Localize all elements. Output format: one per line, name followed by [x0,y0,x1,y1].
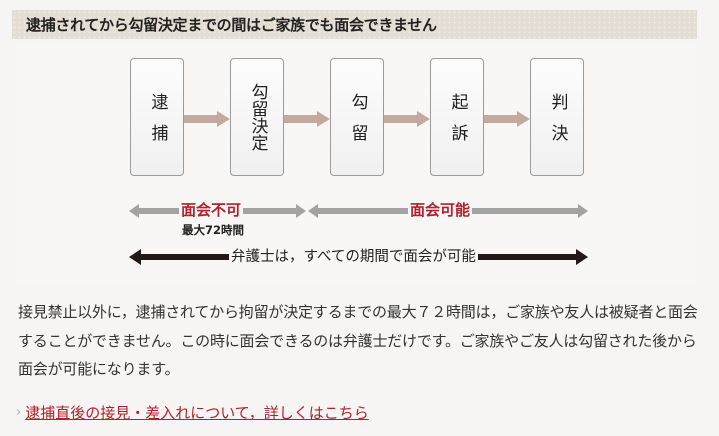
step-detention-decision: 勾留決定 [230,58,284,176]
detail-link-row: › 逮捕直後の接見・差入れについて，詳しくはこちら [16,402,369,423]
flow-arrow-icon [284,111,330,127]
step-label: 勾留決定 [247,83,268,151]
step-label: 逮捕 [147,93,168,155]
family-not-allowed-label: 面会不可 [179,201,244,219]
lawyer-label: 弁護士は，すべての期間で面会が可能 [229,248,478,266]
explanation-paragraph: 接見禁止以外に，逮捕されてから拘留が決定するまでの最大７２時間は，ご家族や友人は… [18,303,698,378]
family-timeline-arrow-icon [129,204,588,218]
process-diagram: 逮捕 勾留決定 勾留 起訴 判決 面会不可 最大72時間 面会可能 弁護 [16,44,696,284]
chevron-right-icon: › [16,405,22,420]
step-indictment: 起訴 [430,58,484,176]
step-label: 勾留 [347,93,368,155]
family-allowed-label: 面会可能 [408,201,473,219]
step-label: 判決 [547,93,568,155]
flow-arrow-icon [484,111,530,127]
max-hours-note: 最大72時間 [182,223,245,237]
step-label: 起訴 [447,93,468,155]
step-arrest: 逮捕 [130,58,184,176]
section-heading: 逮捕されてから勾留決定までの間はご家族でも面会できません [12,10,697,39]
step-judgment: 判決 [530,58,584,176]
step-detention: 勾留 [330,58,384,176]
detail-link[interactable]: 逮捕直後の接見・差入れについて，詳しくはこちら [25,404,369,422]
section-heading-title: 逮捕されてから勾留決定までの間はご家族でも面会できません [26,16,437,34]
flow-arrow-icon [184,111,230,127]
flow-arrow-icon [384,111,430,127]
